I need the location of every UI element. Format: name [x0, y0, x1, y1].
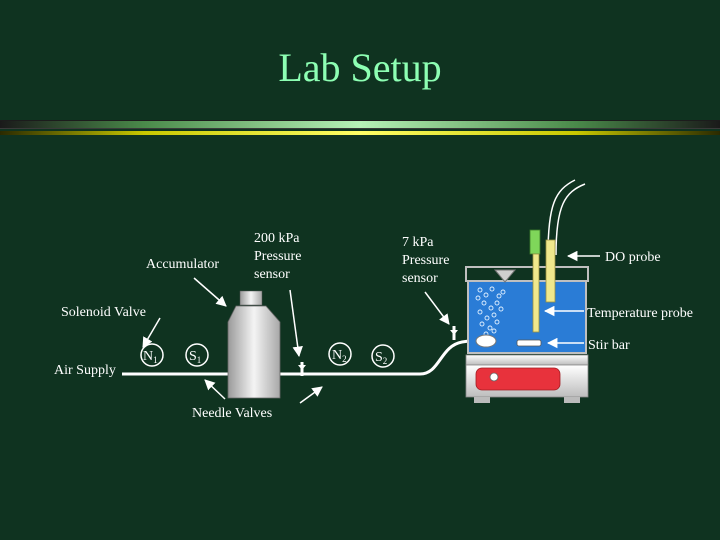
lid-marker-icon [493, 269, 517, 283]
accumulator-bottle [227, 290, 281, 399]
valve-n1[interactable]: N1 [140, 343, 164, 367]
needle-valve-1[interactable] [298, 362, 306, 376]
header-divider-green [0, 121, 720, 128]
stir-plate [465, 354, 589, 403]
arrow-accumulator [193, 277, 227, 307]
diffuser-stone [475, 334, 497, 348]
needle-valve-2[interactable] [450, 326, 458, 340]
arrow-needle-valve-2 [299, 386, 323, 404]
valve-s1[interactable]: S1 [185, 343, 209, 367]
do-probe-label: DO probe [605, 250, 661, 265]
needle-valves-label: Needle Valves [192, 406, 272, 421]
temperature-probe [532, 253, 540, 333]
arrow-needle-valve-1 [204, 379, 226, 400]
svg-text:N2: N2 [332, 348, 347, 364]
accumulator-label: Accumulator [146, 257, 219, 272]
pointer-arrows [142, 250, 600, 404]
air-supply-label: Air Supply [54, 363, 116, 378]
air-bubbles [475, 286, 506, 337]
pressure-200-label: 200 kPa Pressure sensor [254, 231, 305, 282]
header-divider-yellow [0, 131, 720, 135]
page-title: Lab Setup [278, 45, 442, 90]
stir-bar [516, 339, 542, 347]
temperature-probe-label: Temperature probe [587, 306, 693, 321]
svg-text:N1: N1 [143, 349, 158, 365]
air-line-tubing [122, 338, 477, 376]
pressure-7-label: 7 kPa Pressure sensor [402, 235, 453, 286]
arrow-solenoid-valve [142, 317, 161, 348]
solenoid-valve-label: Solenoid Valve [61, 305, 146, 320]
svg-text:S1: S1 [189, 349, 201, 365]
valve-n2[interactable]: N2 [328, 342, 352, 366]
valve-s2[interactable]: S2 [371, 344, 395, 368]
svg-text:S2: S2 [375, 350, 387, 366]
arrow-pressure-200 [289, 289, 303, 358]
stir-bar-label: Stir bar [588, 338, 630, 353]
arrow-pressure-7 [424, 291, 450, 325]
